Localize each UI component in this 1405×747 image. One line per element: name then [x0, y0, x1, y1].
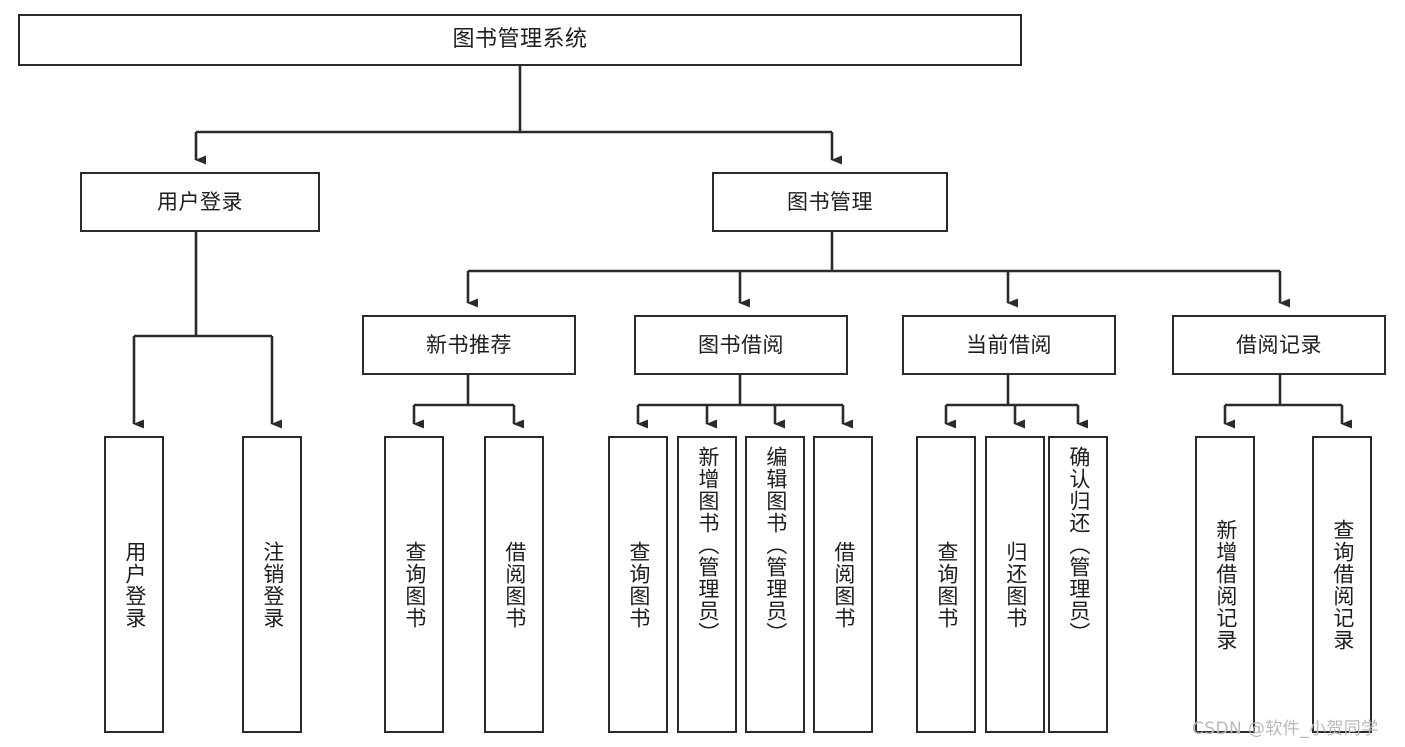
node-label: 查询图书: [402, 540, 427, 629]
watermark: CSDN @软件_小贺同学: [1192, 714, 1379, 739]
leaf-recommend-borrow-book[interactable]: 借阅图书: [484, 436, 544, 733]
node-label: 借阅记录: [1236, 332, 1322, 357]
node-label: 借阅图书: [831, 540, 856, 629]
node-label: 确认归还（管理员）: [1066, 446, 1091, 644]
node-current-borrow[interactable]: 当前借阅: [902, 315, 1116, 375]
leaf-recommend-query-book[interactable]: 查询图书: [384, 436, 444, 733]
leaf-borrow-borrow-book[interactable]: 借阅图书: [813, 436, 873, 733]
node-label: 图书管理: [787, 189, 873, 214]
leaf-record-query-record[interactable]: 查询借阅记录: [1312, 436, 1372, 733]
node-label: 注销登录: [260, 540, 285, 629]
node-user-login[interactable]: 用户登录: [80, 172, 320, 232]
watermark-text: CSDN @软件_小贺同学: [1192, 719, 1379, 739]
leaf-current-query-book[interactable]: 查询图书: [916, 436, 976, 733]
leaf-current-return-book[interactable]: 归还图书: [985, 436, 1045, 733]
node-borrow-record[interactable]: 借阅记录: [1172, 315, 1386, 375]
node-label: 新书推荐: [426, 332, 512, 357]
node-book-borrow[interactable]: 图书借阅: [634, 315, 848, 375]
leaf-user-login-login[interactable]: 用户登录: [104, 436, 164, 733]
node-label: 查询图书: [626, 540, 651, 629]
node-label: 当前借阅: [966, 332, 1052, 357]
node-label: 图书借阅: [698, 332, 784, 357]
node-label: 图书管理系统: [452, 27, 588, 53]
leaf-current-confirm-return-admin[interactable]: 确认归还（管理员）: [1048, 436, 1108, 733]
leaf-user-login-logout[interactable]: 注销登录: [242, 436, 302, 733]
node-label: 编辑图书（管理员）: [763, 446, 788, 644]
node-label: 借阅图书: [502, 540, 527, 629]
node-new-book-recommend[interactable]: 新书推荐: [362, 315, 576, 375]
node-label: 查询图书: [934, 540, 959, 629]
node-root-system[interactable]: 图书管理系统: [18, 14, 1022, 66]
leaf-record-add-record[interactable]: 新增借阅记录: [1195, 436, 1255, 733]
node-label: 新增图书（管理员）: [695, 446, 720, 644]
node-label: 用户登录: [122, 540, 147, 629]
node-label: 新增借阅记录: [1213, 518, 1238, 651]
node-label: 查询借阅记录: [1330, 518, 1355, 651]
node-book-management[interactable]: 图书管理: [712, 172, 948, 232]
leaf-borrow-add-book-admin[interactable]: 新增图书（管理员）: [677, 436, 737, 733]
node-label: 用户登录: [157, 189, 243, 214]
leaf-borrow-query-book[interactable]: 查询图书: [608, 436, 668, 733]
node-label: 归还图书: [1003, 540, 1028, 629]
leaf-borrow-edit-book-admin[interactable]: 编辑图书（管理员）: [745, 436, 805, 733]
